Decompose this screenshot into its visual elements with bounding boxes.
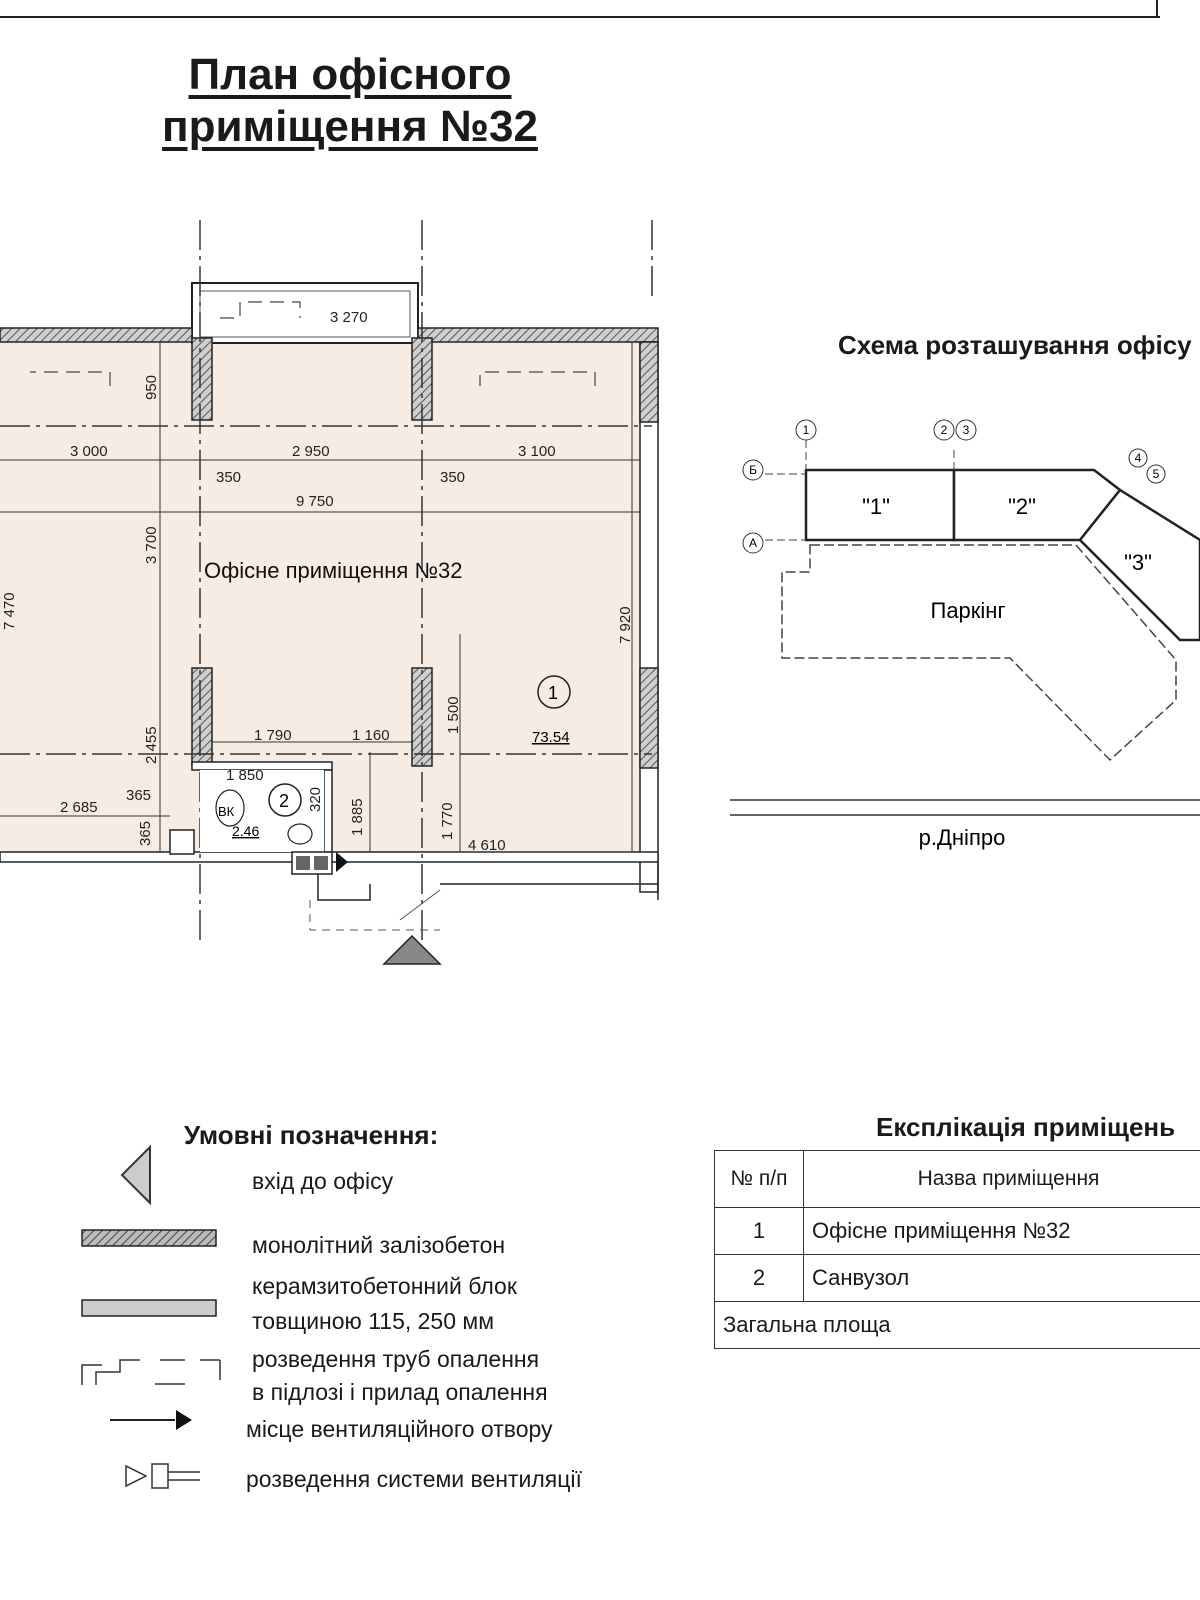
dim-2950: 2 950 — [292, 443, 330, 460]
table-row: 2 Санвузол — [714, 1254, 1200, 1302]
axis-3-label: 3 — [963, 423, 970, 437]
column-3 — [191, 667, 213, 767]
legend-item-heating-2: в підлозі і прилад опалення — [252, 1379, 548, 1405]
dim-1850: 1 850 — [226, 767, 264, 784]
dim-1770: 1 770 — [439, 802, 456, 840]
legend-concrete-icon — [81, 1229, 217, 1247]
legend-vent-arrow-icon — [110, 1410, 192, 1430]
legend-item-block-1: керамзитобетонний блок — [252, 1273, 517, 1299]
corner-mark — [1156, 0, 1158, 18]
title-line-1: План офісного — [188, 50, 512, 99]
room1-marker — [537, 675, 571, 709]
bathroom-wall-right — [323, 769, 333, 853]
dimension-lines — [0, 342, 640, 853]
row-2-num: 2 — [714, 1254, 804, 1302]
room2-area: 2.46 — [232, 823, 259, 839]
legend-entrance-icon — [120, 1144, 151, 1206]
dim-350-b: 350 — [440, 469, 465, 486]
dim-3000: 3 000 — [70, 443, 108, 460]
right-wall — [639, 341, 659, 893]
dim-350-a: 350 — [216, 469, 241, 486]
axis-1-label: 1 — [803, 423, 810, 437]
dim-3100: 3 100 — [518, 443, 556, 460]
river-label: р.Дніпро — [919, 825, 1006, 850]
column-1 — [191, 337, 213, 421]
top-wall-left — [0, 327, 193, 343]
room-label: Офісне приміщення №32 — [204, 558, 463, 583]
dim-2455: 2 455 — [143, 726, 160, 764]
block-3-outline — [1078, 488, 1200, 642]
row-1-name: Офісне приміщення №32 — [803, 1207, 1200, 1255]
block-3-label: "3" — [1124, 550, 1152, 575]
header-num: № п/п — [714, 1150, 804, 1208]
scheme-title: Схема розташування офісу — [838, 330, 1192, 360]
entrance-triangle-icon — [382, 934, 442, 965]
right-wall-column-mid — [639, 667, 659, 769]
legend-item-block-2: товщиною 115, 250 мм — [252, 1308, 495, 1334]
row-2-name: Санвузол — [803, 1254, 1200, 1302]
room2-marker — [268, 783, 302, 817]
table-header-row: № п/п Назва приміщення — [714, 1150, 1200, 1208]
sink — [287, 823, 313, 845]
top-border-line — [0, 16, 1160, 18]
axis-5-label: 5 — [1153, 467, 1160, 481]
dim-1790: 1 790 — [254, 727, 292, 744]
parking-label: Паркінг — [931, 598, 1006, 623]
dim-3270: 3 270 — [330, 309, 368, 326]
balcony — [191, 282, 419, 344]
dim-1885: 1 885 — [349, 798, 366, 836]
dim-365-a: 365 — [126, 787, 151, 804]
legend-item-vent-hole: місце вентиляційного отвору — [246, 1416, 553, 1442]
dim-1500: 1 500 — [445, 696, 462, 734]
block-1-label: "1" — [862, 494, 890, 519]
explication-table: № п/п Назва приміщення 1 Офісне приміщен… — [714, 1150, 1200, 1349]
location-scheme: 1 2 3 4 5 Б А "1" "2" "3" Паркінг р.Дніп… — [730, 419, 1200, 850]
vk-label: ВК — [218, 804, 235, 819]
axis-a-label: А — [749, 536, 757, 550]
dim-3700: 3 700 — [143, 526, 160, 564]
legend-block-icon — [81, 1299, 217, 1317]
heating-pipes — [30, 301, 596, 386]
legend-item-entrance: вхід до офісу — [252, 1168, 394, 1194]
dim-950: 950 — [143, 375, 160, 400]
legend-title: Умовні позначення: — [184, 1120, 439, 1150]
total-label: Загальна площа — [714, 1301, 1200, 1349]
dim-320: 320 — [307, 787, 324, 812]
header-name: Назва приміщення — [803, 1150, 1200, 1208]
dim-1160: 1 160 — [352, 727, 390, 744]
dim-2685: 2 685 — [60, 799, 98, 816]
legend-item-heating-1: розведення труб опалення — [252, 1346, 540, 1372]
room1-number: 1 — [548, 683, 558, 703]
top-wall-right — [417, 327, 659, 343]
legend-item-concrete: монолітний залізобетон — [252, 1232, 506, 1258]
dim-365-b: 365 — [137, 821, 154, 846]
page-title: План офісного приміщення №32 — [150, 50, 550, 152]
dim-9750: 9 750 — [296, 493, 334, 510]
legend-vent-system-icon — [125, 1463, 200, 1489]
legend-heating-icon — [81, 1359, 221, 1385]
legend-symbols — [81, 1144, 221, 1489]
vent-arrow-icon — [336, 852, 348, 872]
room2-number: 2 — [279, 791, 289, 811]
floor-plan: 3 270 950 3 000 2 950 3 100 350 350 9 75… — [0, 220, 659, 965]
title-line-2: приміщення №32 — [162, 102, 538, 152]
axis-2-label: 2 — [941, 423, 948, 437]
axis-4-label: 4 — [1135, 451, 1142, 465]
toilet — [215, 789, 245, 827]
parking-outline — [781, 544, 1177, 762]
dim-7920: 7 920 — [617, 606, 634, 644]
legend-item-vent-system: розведення системи вентиляції — [246, 1466, 582, 1492]
right-wall-column-top — [639, 341, 659, 423]
room1-area: 73.54 — [532, 729, 570, 746]
block-2-label: "2" — [1008, 494, 1036, 519]
row-1-num: 1 — [714, 1207, 804, 1255]
table-total-row: Загальна площа — [714, 1301, 1200, 1349]
dim-7470: 7 470 — [1, 592, 18, 630]
axis-b-label: Б — [749, 463, 757, 477]
dim-4610: 4 610 — [468, 837, 506, 854]
explication-title: Експлікація приміщень — [876, 1112, 1176, 1142]
table-row: 1 Офісне приміщення №32 — [714, 1207, 1200, 1255]
